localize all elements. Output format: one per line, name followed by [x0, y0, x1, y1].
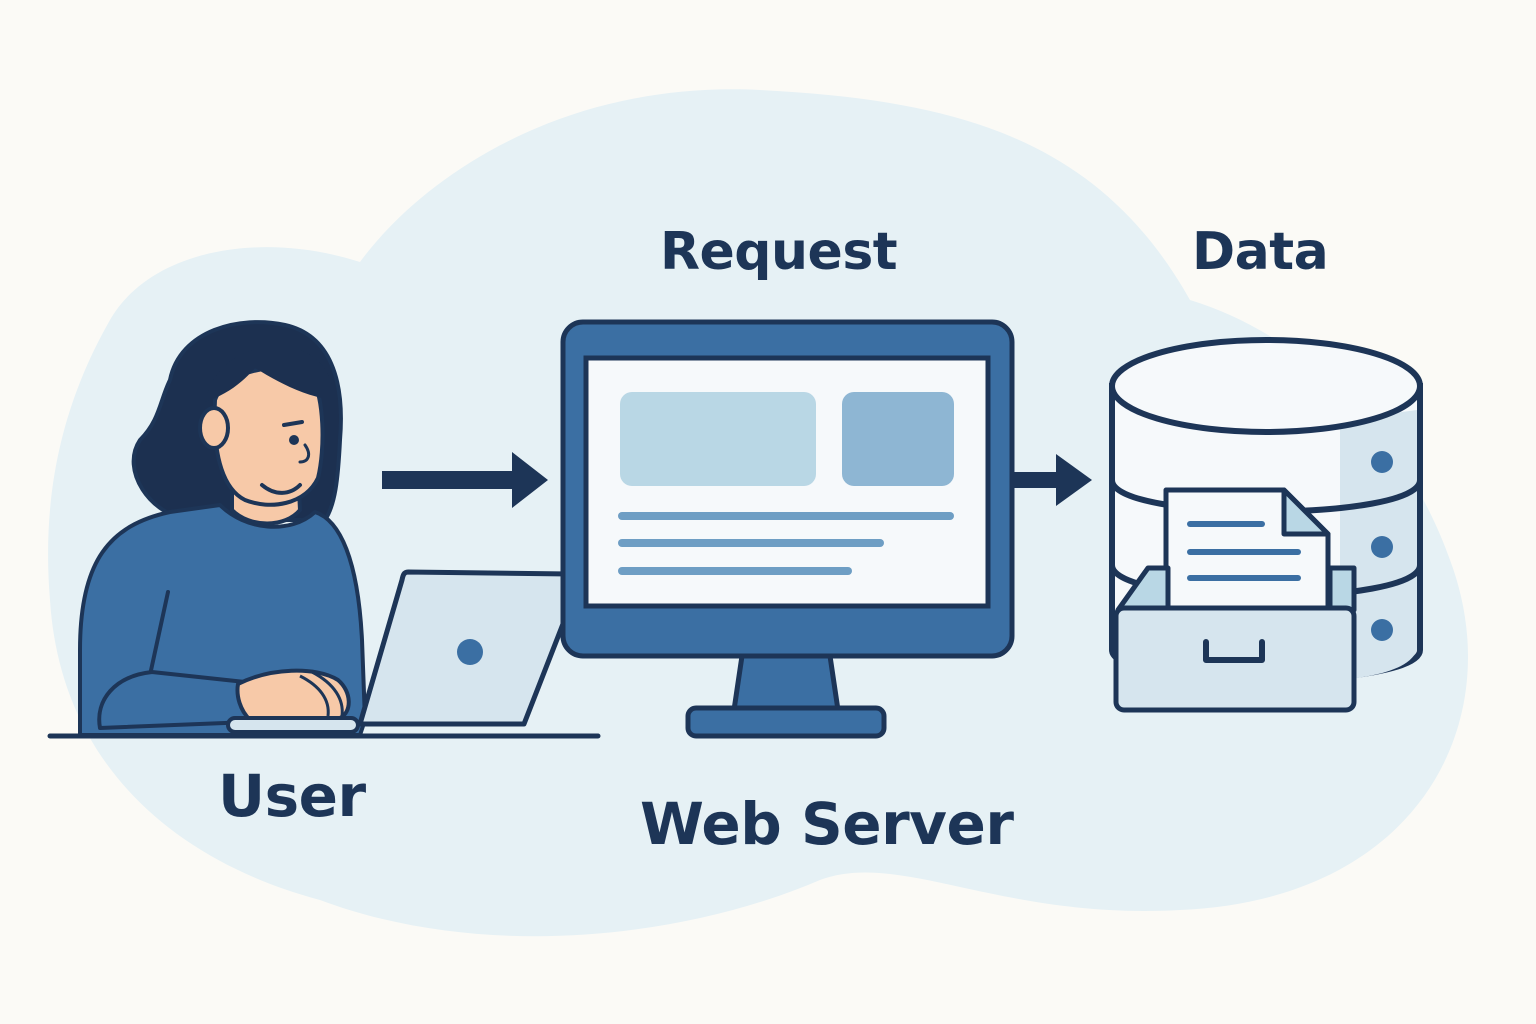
document-fold [1281, 487, 1331, 537]
user-eye [289, 435, 299, 445]
screen-block-left [620, 392, 816, 486]
data-label: Data [1192, 222, 1329, 282]
screen-block-right [842, 392, 954, 486]
arrow-to-server-icon [382, 452, 548, 508]
user-mouth [260, 483, 302, 495]
user-fringe [205, 347, 333, 402]
request-label: Request [660, 222, 898, 282]
user-forearm [97, 670, 252, 730]
document-icon [1163, 487, 1331, 615]
database-dot-1 [1371, 451, 1393, 473]
user-hand [235, 668, 351, 722]
database-top [1109, 337, 1423, 435]
web-server-label: Web Server [640, 790, 1014, 858]
user-finger-lines [299, 670, 344, 717]
user-eyebrow [282, 420, 304, 427]
user-arm-line [148, 590, 170, 677]
monitor-base [685, 705, 887, 739]
arrow-to-database-icon [1012, 454, 1092, 506]
user-label: User [218, 762, 366, 830]
user-nose [298, 443, 311, 464]
database-dot-3 [1371, 619, 1393, 641]
monitor-icon [560, 319, 1015, 739]
user-icon [78, 320, 367, 737]
laptop-logo [457, 639, 483, 665]
drawer-handle [1203, 639, 1265, 663]
laptop-base [226, 716, 360, 734]
file-drawer-icon [1113, 565, 1357, 713]
user-ear [198, 406, 230, 450]
database-dot-2 [1371, 536, 1393, 558]
monitor-stand [731, 653, 841, 713]
